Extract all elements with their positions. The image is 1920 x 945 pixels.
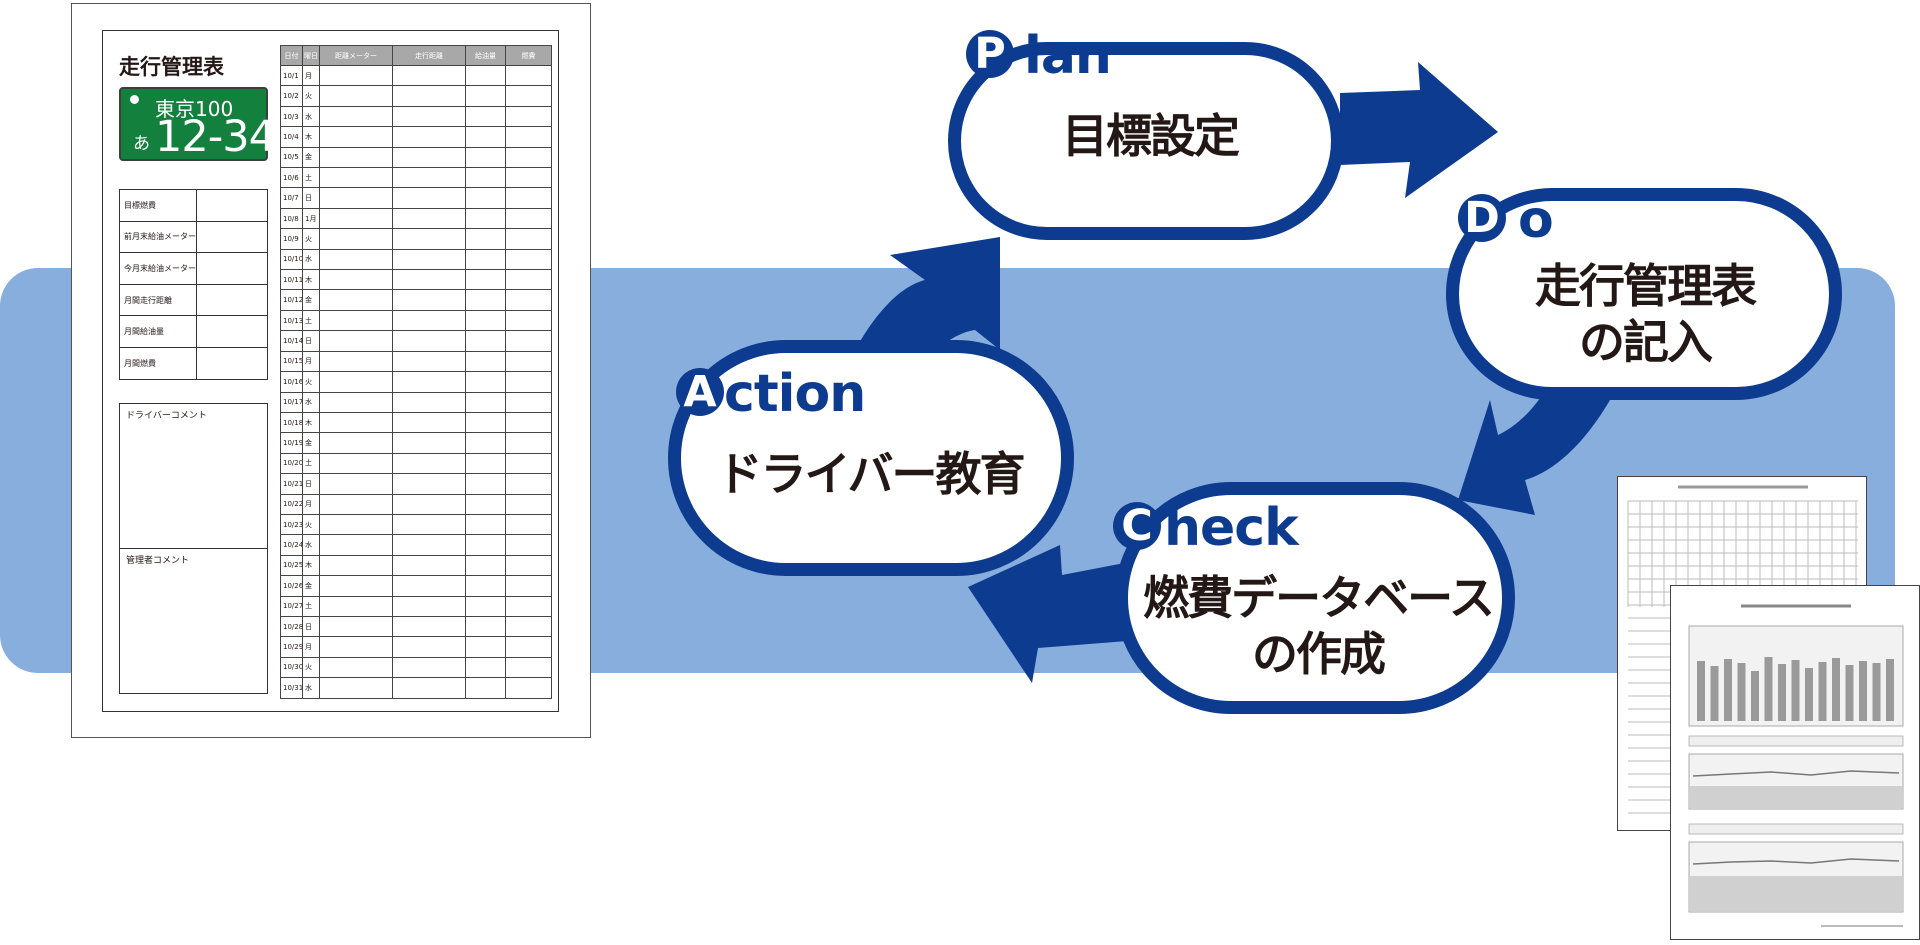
sheet-frame: 走行管理表 東京100 あ 12-34 目標燃費前月末給油メーター今月末給油メー… xyxy=(102,30,559,712)
driving-log-sheet: 走行管理表 東京100 あ 12-34 目標燃費前月末給油メーター今月末給油メー… xyxy=(71,3,591,738)
manager-comment-label: 管理者コメント xyxy=(126,556,190,566)
do-label-line2: の記入 xyxy=(1579,315,1713,369)
summary-label: 今月末給油メーター xyxy=(119,252,197,285)
arrow-action-to-plan xyxy=(855,237,1000,352)
plate-kana: あ xyxy=(133,134,150,154)
check-heading: heck xyxy=(1164,498,1299,558)
log-header-cell: 給油量 xyxy=(465,45,506,66)
log-cell xyxy=(505,656,552,679)
fuel-report-front xyxy=(1670,585,1920,940)
check-node xyxy=(1115,482,1515,714)
plate-region: 東京100 xyxy=(155,97,234,121)
plate-number: 12-34 xyxy=(155,112,276,162)
plate-bolt xyxy=(130,95,139,104)
log-header-row: 日付曜日距離メーター走行距離給油量燃費 xyxy=(280,45,552,66)
check-label-line1: 燃費データベース xyxy=(1143,571,1495,625)
summary-value xyxy=(196,346,268,380)
log-header-cell: 走行距離 xyxy=(392,45,466,66)
driver-comment-label: ドライバーコメント xyxy=(126,411,207,421)
check-label: 燃費データベース の作成 xyxy=(1128,570,1508,682)
do-node xyxy=(1446,188,1842,400)
summary-label: 月間走行距離 xyxy=(119,283,197,317)
do-label: 走行管理表 の記入 xyxy=(1490,258,1800,370)
plan-letter: P xyxy=(966,30,1014,78)
summary-row: 今月末給油メーター xyxy=(119,252,268,285)
summary-row: 月間燃費 xyxy=(119,346,268,380)
action-heading: ction xyxy=(724,364,866,424)
action-letter: A xyxy=(676,368,724,416)
check-letter: C xyxy=(1113,502,1161,550)
license-plate: 東京100 あ 12-34 xyxy=(119,87,276,162)
action-label-line1: ドライバー教育 xyxy=(716,447,1025,501)
summary-value xyxy=(196,283,268,317)
summary-row: 月間走行距離 xyxy=(119,283,268,317)
do-letter: D xyxy=(1458,194,1506,242)
summary-label: 前月末給油メーター xyxy=(119,220,197,254)
summary-label: 月間燃費 xyxy=(119,346,197,380)
arrow-check-to-action xyxy=(968,545,1140,683)
log-header-cell: 距離メーター xyxy=(319,45,393,66)
log-cell xyxy=(505,677,552,699)
summary-table: 目標燃費前月末給油メーター今月末給油メーター月間走行距離月間給油量月間燃費 xyxy=(119,189,268,380)
action-label: ドライバー教育 xyxy=(692,446,1048,502)
report-front-content xyxy=(1688,604,1904,927)
summary-value xyxy=(196,220,268,254)
do-label-line1: 走行管理表 xyxy=(1535,259,1757,313)
plan-label-line1: 目標設定 xyxy=(1062,109,1240,163)
summary-row: 前月末給油メーター xyxy=(119,220,268,254)
do-heading: o xyxy=(1518,190,1554,250)
summary-label: 月間給油量 xyxy=(119,315,197,348)
sheet-title: 走行管理表 xyxy=(119,55,224,79)
summary-row: 月間給油量 xyxy=(119,315,268,348)
arrow-plan-to-do xyxy=(1340,62,1498,198)
manager-comment-box: 管理者コメント xyxy=(119,548,268,694)
summary-row: 目標燃費 xyxy=(119,189,268,222)
plan-heading: lan xyxy=(1024,26,1112,86)
plan-label: 目標設定 xyxy=(1000,108,1300,164)
check-label-line2: の作成 xyxy=(1252,627,1386,681)
